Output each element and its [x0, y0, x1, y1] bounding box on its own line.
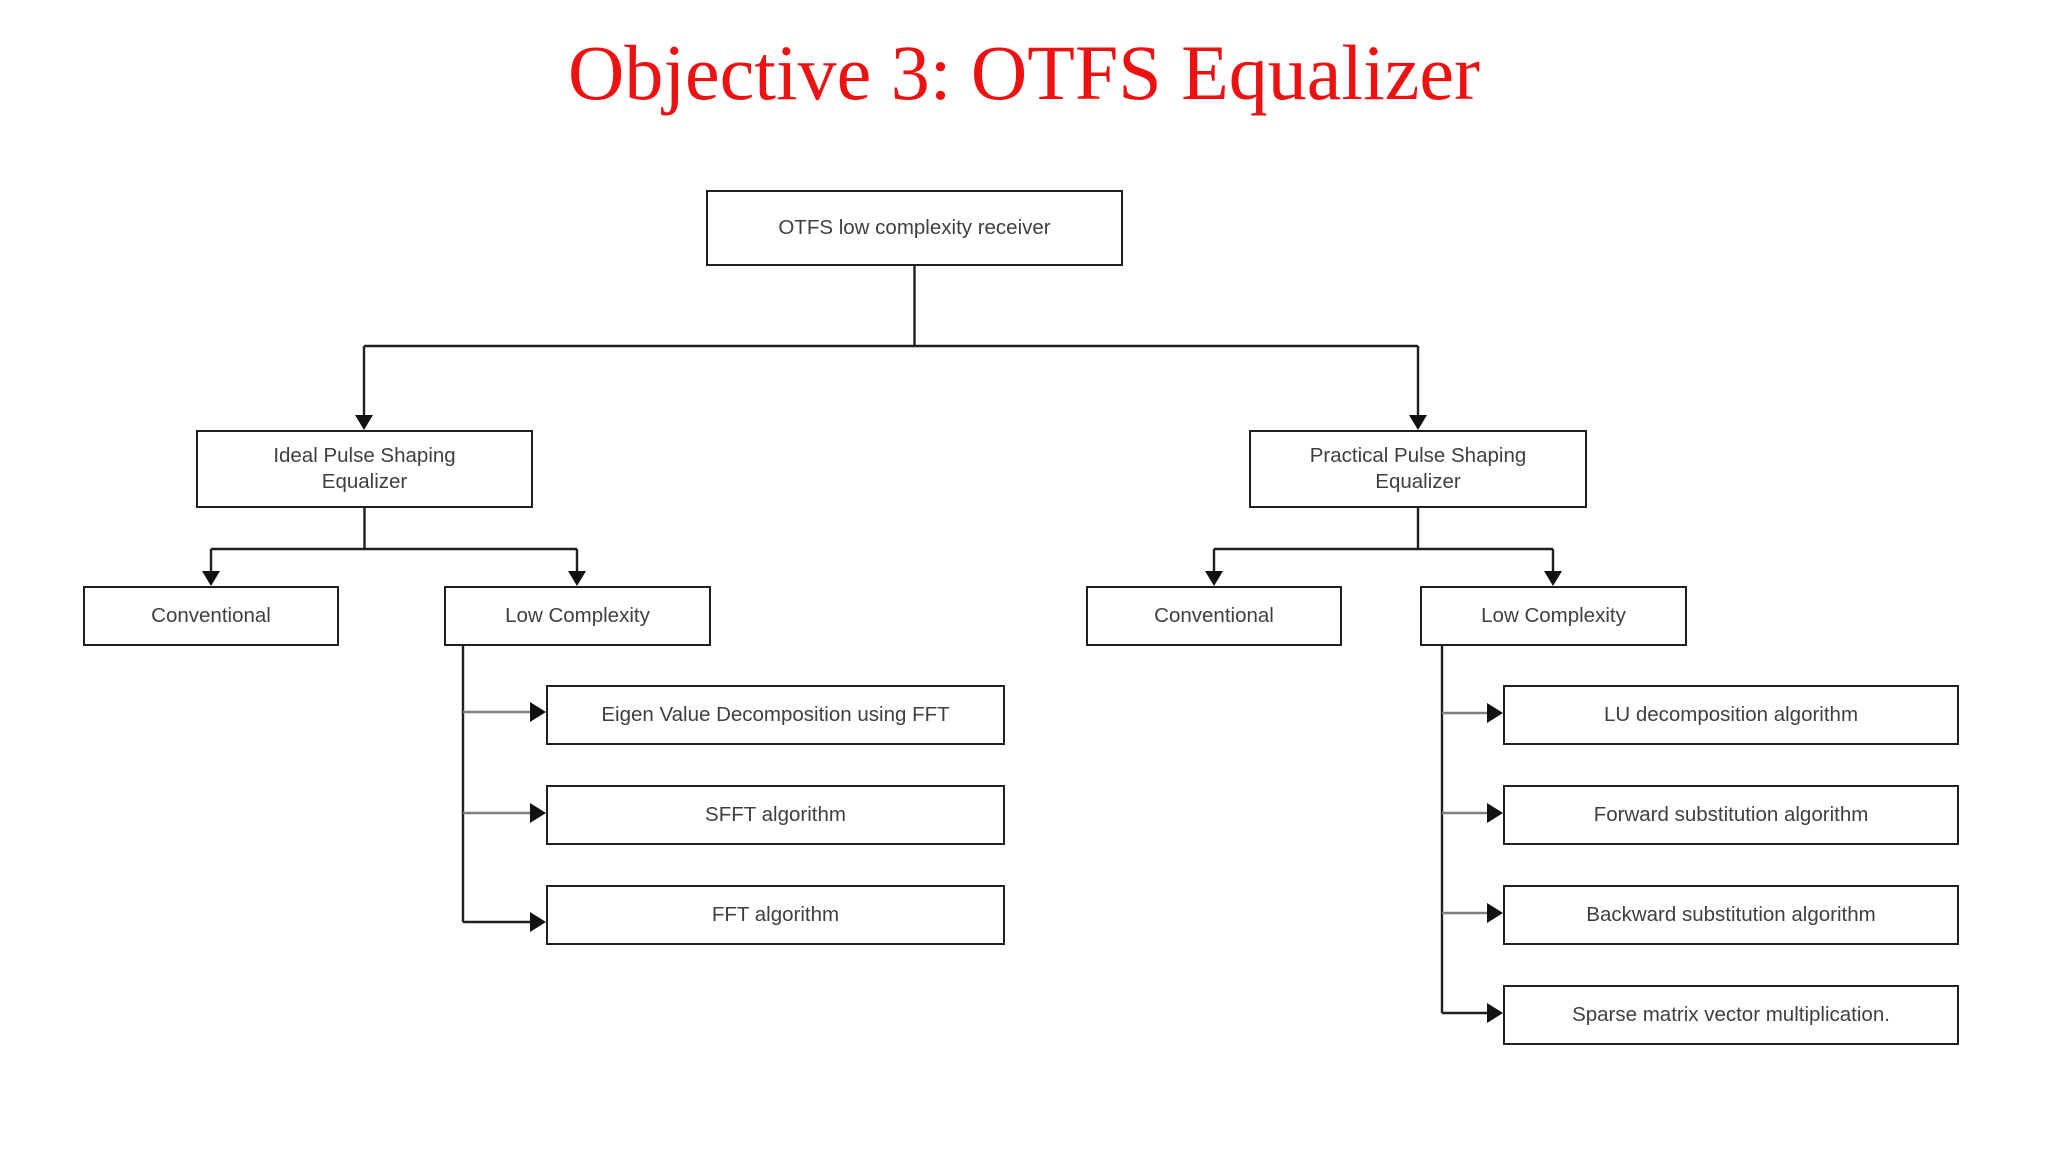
node-fft-algorithm: FFT algorithm	[546, 885, 1005, 945]
slide-title: Objective 3: OTFS Equalizer	[568, 29, 1480, 116]
node-lu-decomposition-algorithm: LU decomposition algorithm	[1503, 685, 1959, 745]
node-forward-substitution-algorithm: Forward substitution algorithm	[1503, 785, 1959, 845]
node-label: SFFT algorithm	[705, 803, 846, 827]
node-low-complexity-ideal: Low Complexity	[444, 586, 711, 646]
node-label: Conventional	[1154, 604, 1274, 628]
node-label: LU decomposition algorithm	[1603, 703, 1859, 727]
node-otfs-low-complexity-receiver: OTFS low complexity receiver	[706, 190, 1123, 266]
node-label: Forward substitution algorithm	[1593, 803, 1869, 827]
node-conventional-ideal: Conventional	[83, 586, 339, 646]
node-practical-pulse-shaping-equalizer: Practical Pulse Shaping Equalizer	[1249, 430, 1587, 508]
node-label: Practical Pulse Shaping Equalizer	[1309, 444, 1527, 493]
node-label: Low Complexity	[505, 604, 650, 628]
node-label: Sparse matrix vector multiplication.	[1572, 1003, 1890, 1027]
node-label: Low Complexity	[1481, 604, 1626, 628]
node-eigen-value-decomposition-fft: Eigen Value Decomposition using FFT	[546, 685, 1005, 745]
node-label: Ideal Pulse Shaping Equalizer	[273, 444, 456, 493]
node-label: FFT algorithm	[711, 903, 840, 927]
node-label: Backward substitution algorithm	[1586, 903, 1876, 927]
node-conventional-practical: Conventional	[1086, 586, 1342, 646]
node-backward-substitution-algorithm: Backward substitution algorithm	[1503, 885, 1959, 945]
node-sparse-matrix-vector-multiplication: Sparse matrix vector multiplication.	[1503, 985, 1959, 1045]
node-ideal-pulse-shaping-equalizer: Ideal Pulse Shaping Equalizer	[196, 430, 533, 508]
node-sfft-algorithm: SFFT algorithm	[546, 785, 1005, 845]
node-label: OTFS low complexity receiver	[778, 216, 1051, 240]
node-label: Eigen Value Decomposition using FFT	[601, 703, 950, 727]
node-low-complexity-practical: Low Complexity	[1420, 586, 1687, 646]
node-label: Conventional	[151, 604, 271, 628]
